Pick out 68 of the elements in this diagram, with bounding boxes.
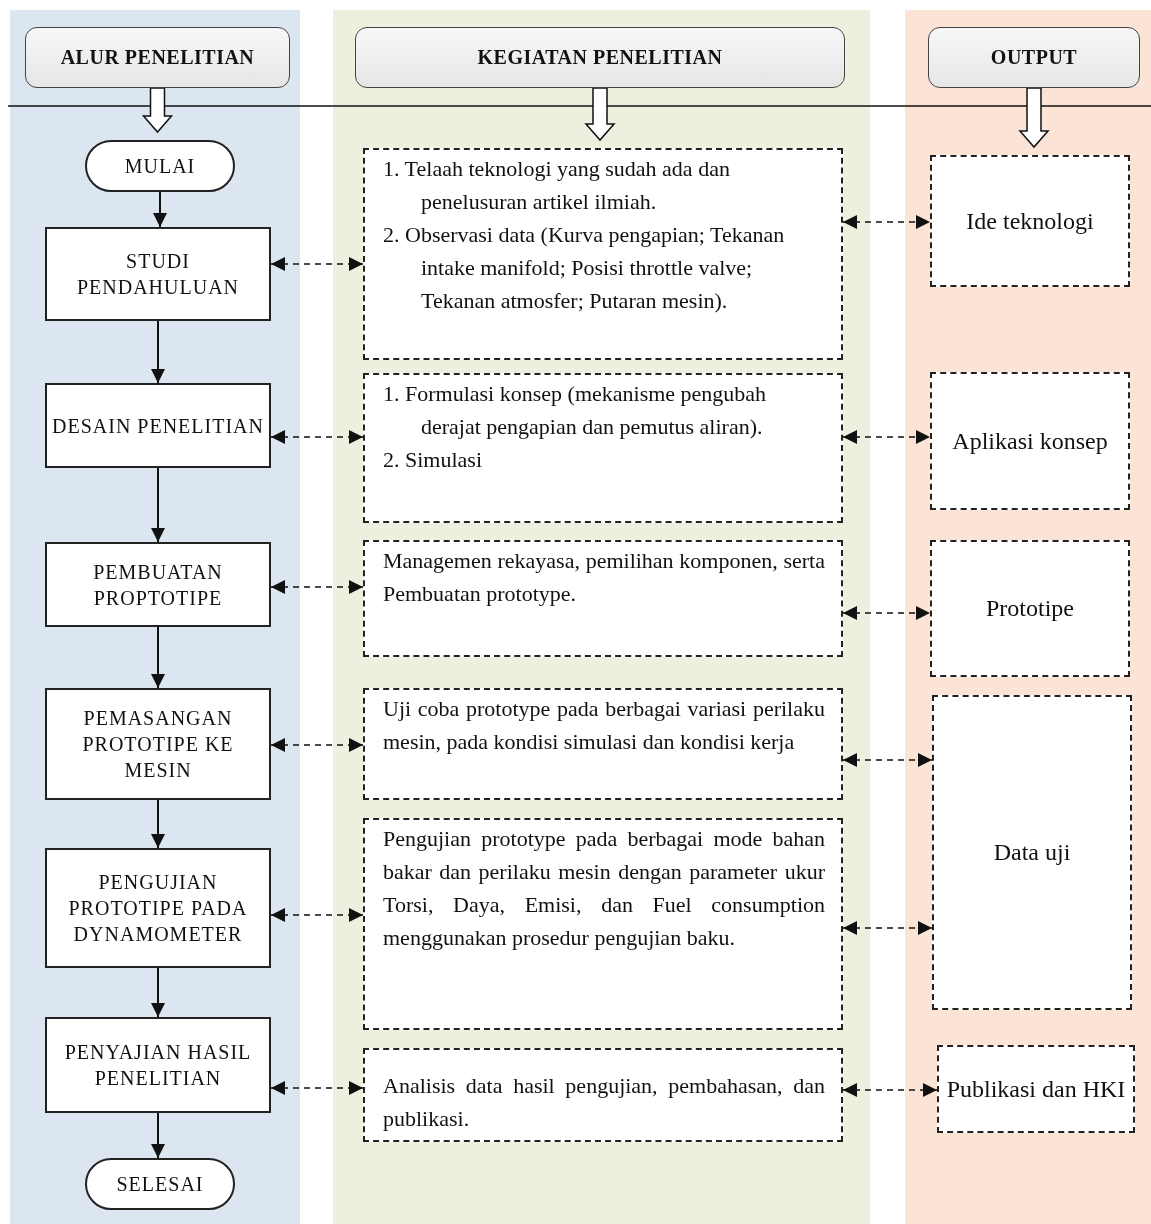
dashed-connector bbox=[842, 606, 931, 620]
column-header bbox=[355, 27, 845, 88]
node-text: 2. Simulasi bbox=[383, 446, 483, 474]
node-text: DESAIN PENELITIAN bbox=[52, 413, 264, 439]
process-box bbox=[45, 848, 271, 968]
dashed-connector bbox=[842, 1083, 938, 1097]
flow-arrow bbox=[151, 1112, 165, 1159]
flow-arrow bbox=[151, 320, 165, 384]
column-header bbox=[928, 27, 1140, 88]
process-box bbox=[45, 227, 271, 321]
terminator-pill bbox=[85, 140, 235, 192]
activity-box bbox=[363, 148, 843, 360]
dashed-connector bbox=[270, 908, 364, 922]
output-box bbox=[932, 695, 1132, 1010]
flow-arrow bbox=[151, 626, 165, 689]
output-box bbox=[930, 155, 1130, 287]
node-text: Analisis data hasil pengujian, pembahasan, dan publikasi. bbox=[383, 1072, 825, 1133]
activity-box bbox=[363, 1048, 843, 1142]
node-text: 1. Telaah teknologi yang sudah ada dan penelusuran artikel ilmiah. bbox=[383, 155, 731, 216]
header-text: ALUR PENELITIAN bbox=[60, 46, 255, 69]
node-text: 2. Observasi data (Kurva pengapian; Tekanan intake manifold; Posisi throttle valve; Tekanan atmosfer; Putaran mesin). bbox=[383, 221, 786, 315]
dashed-connector bbox=[270, 738, 364, 752]
header-text: OUTPUT bbox=[990, 46, 1078, 69]
hollow-arrow bbox=[584, 87, 616, 142]
dashed-connector bbox=[270, 257, 364, 271]
process-box bbox=[45, 688, 271, 800]
dashed-connector bbox=[270, 1081, 364, 1095]
column-header bbox=[25, 27, 290, 88]
flow-arrow bbox=[151, 467, 165, 543]
dashed-connector bbox=[842, 921, 933, 935]
dashed-connector bbox=[842, 215, 931, 229]
dashed-connector bbox=[270, 580, 364, 594]
flow-arrow bbox=[153, 191, 167, 228]
node-text: PEMASANGAN PROTOTIPE KE MESIN bbox=[81, 706, 235, 783]
activity-box bbox=[363, 373, 843, 523]
node-text: 1. Formulasi konsep (mekanisme pengubah derajat pengapian dan pemutus aliran). bbox=[383, 380, 768, 441]
node-text: STUDI PENDAHULUAN bbox=[75, 249, 241, 300]
process-box bbox=[45, 383, 271, 468]
node-text: PENGUJIAN PROTOTIPE PADA DYNAMOMETER bbox=[67, 870, 249, 947]
node-text: Aplikasi konsep bbox=[952, 426, 1108, 456]
node-text: Data uji bbox=[993, 838, 1071, 868]
process-box bbox=[45, 542, 271, 627]
flow-arrow bbox=[151, 799, 165, 849]
node-text: PENYAJIAN HASIL PENELITIAN bbox=[63, 1040, 253, 1091]
header-text: KEGIATAN PENELITIAN bbox=[477, 46, 723, 69]
dashed-connector bbox=[270, 430, 364, 444]
flow-arrow bbox=[151, 967, 165, 1018]
node-text: Ide teknologi bbox=[966, 206, 1094, 236]
hollow-arrow bbox=[1018, 87, 1050, 149]
hollow-arrow bbox=[141, 87, 174, 134]
dashed-connector bbox=[842, 430, 931, 444]
output-box bbox=[930, 372, 1130, 510]
node-text: MULAI bbox=[124, 154, 196, 178]
activity-box bbox=[363, 688, 843, 800]
output-box bbox=[937, 1045, 1135, 1133]
terminator-pill bbox=[85, 1158, 235, 1210]
node-text: SELESAI bbox=[116, 1172, 204, 1196]
node-text: PEMBUATAN PROPTOTIPE bbox=[92, 559, 224, 611]
node-text: Pengujian prototype pada berbagai mode bahan bakar dan perilaku mesin dengan parameter ukur Torsi, Daya, Emisi, dan Fuel consumption menggunakan prosedur pengujian baku. bbox=[383, 825, 825, 952]
activity-box bbox=[363, 818, 843, 1030]
node-text: Managemen rekayasa, pemilihan komponen, serta Pembuatan prototype. bbox=[383, 547, 825, 608]
node-text: Publikasi dan HKI bbox=[946, 1074, 1126, 1104]
output-box bbox=[930, 540, 1130, 677]
node-text: Uji coba prototype pada berbagai variasi perilaku mesin, pada kondisi simulasi dan kondisi kerja bbox=[383, 695, 825, 756]
node-text: Prototipe bbox=[986, 594, 1074, 624]
dashed-connector bbox=[842, 753, 933, 767]
process-box bbox=[45, 1017, 271, 1113]
activity-box bbox=[363, 540, 843, 657]
